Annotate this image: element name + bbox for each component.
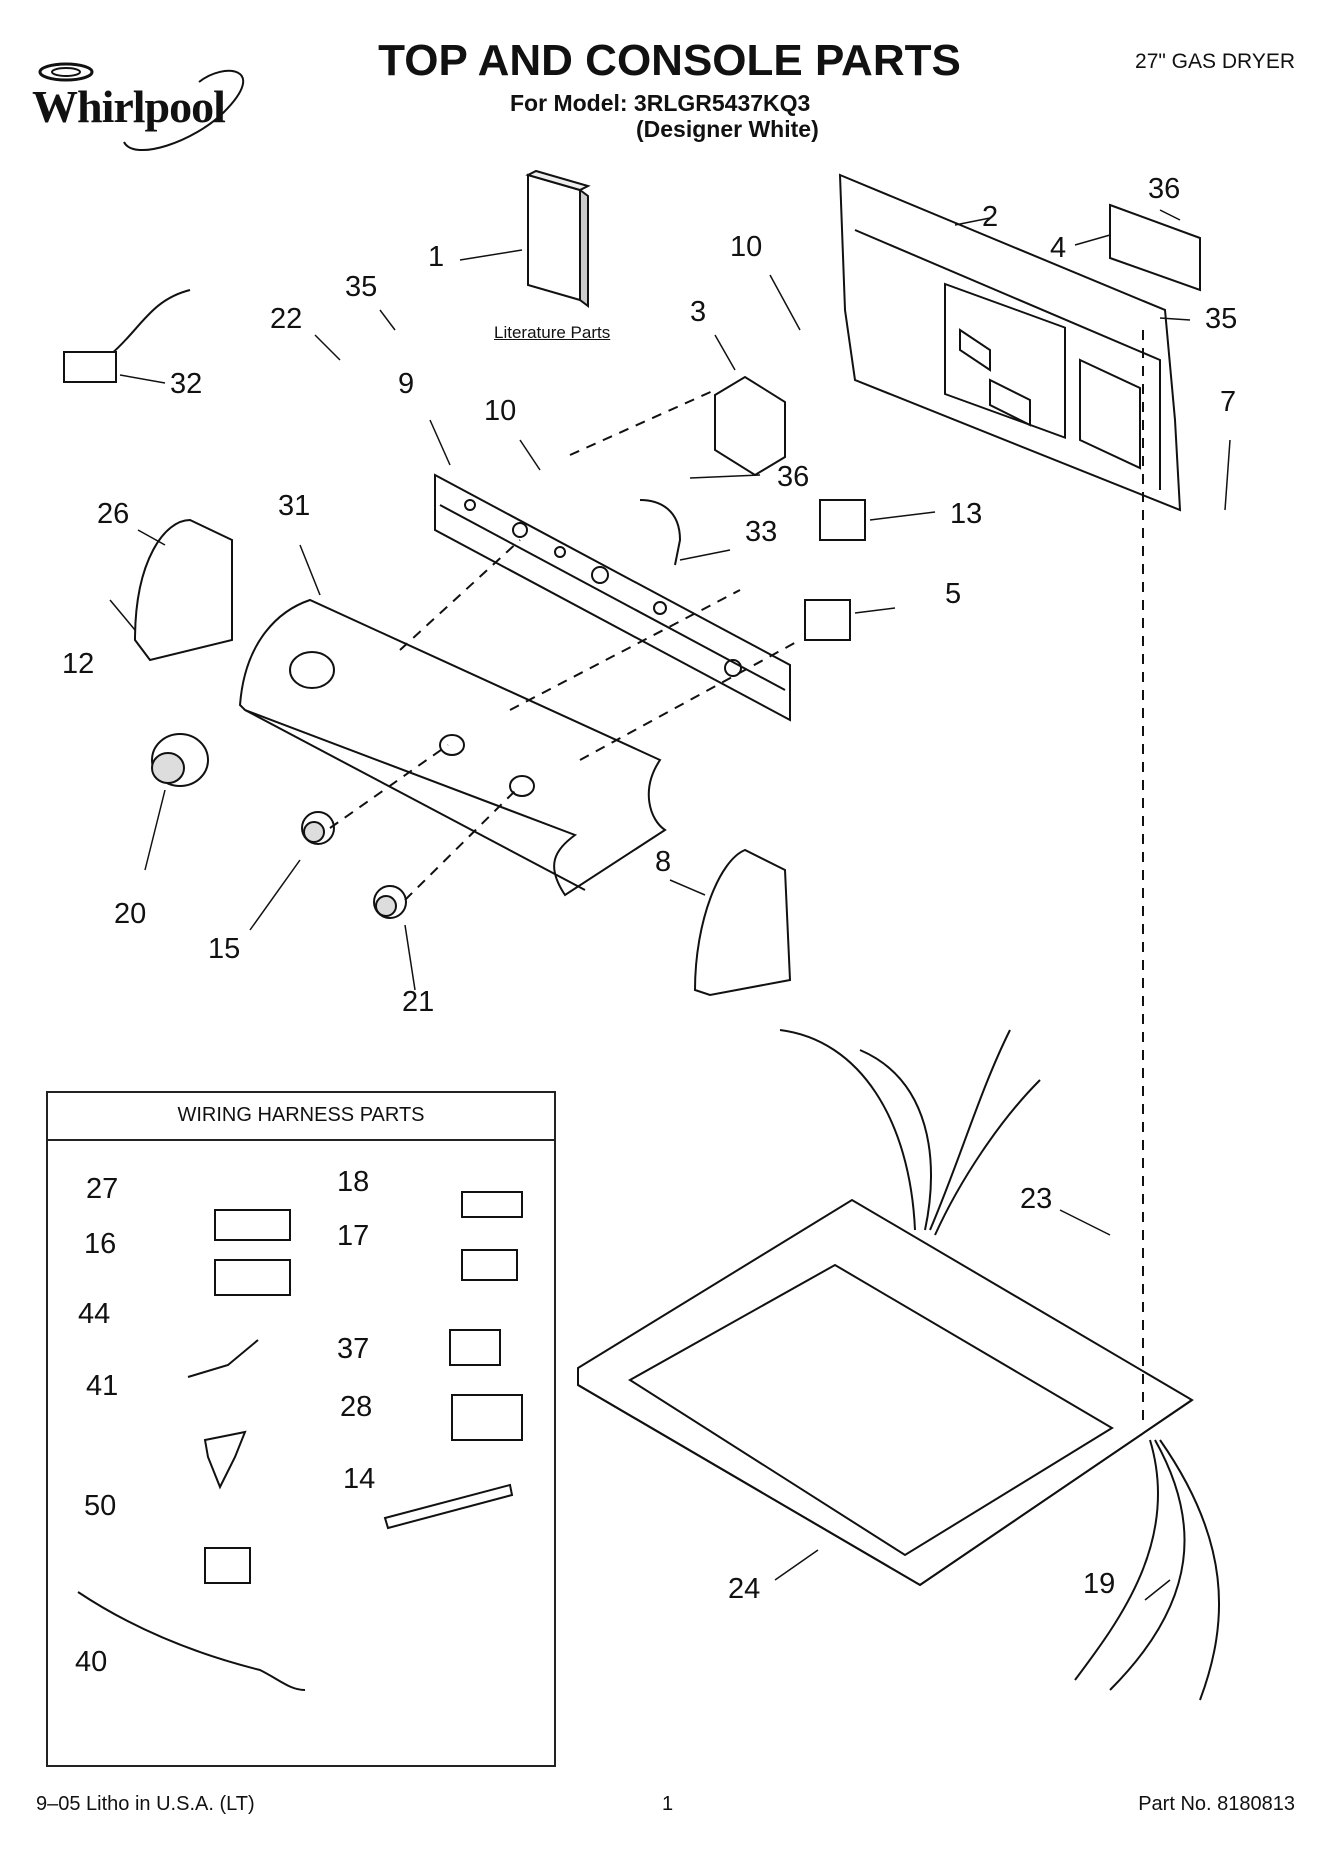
whirlpool-logo: Whirlpool (24, 52, 264, 157)
console-bracket (434, 473, 791, 722)
callout-50: 50 (84, 1490, 117, 1522)
timer-icon (714, 375, 786, 477)
wiring-harness-box (46, 1091, 556, 1767)
callout-28: 28 (340, 1391, 373, 1423)
product-type: 27" GAS DRYER (1135, 50, 1295, 73)
callout-19: 19 (1083, 1568, 1116, 1600)
page-title: TOP AND CONSOLE PARTS (378, 36, 961, 85)
callout-31: 31 (278, 490, 311, 522)
terminal-icon (187, 1339, 259, 1378)
model-color: (Designer White) (636, 116, 819, 142)
callout-13: 13 (950, 498, 983, 530)
callout-3: 3 (690, 296, 707, 328)
wire-icon (77, 1591, 306, 1691)
connector-icon (63, 351, 117, 383)
footer-litho: 9–05 Litho in U.S.A. (LT) (36, 1793, 255, 1815)
harness-wire-icon (779, 1029, 1041, 1236)
callout-14: 14 (343, 1463, 376, 1495)
callout-36: 36 (777, 461, 810, 493)
callout-2: 2 (982, 201, 999, 233)
harness-wire-icon (1074, 1439, 1221, 1701)
literature-parts-label: Literature Parts (494, 323, 611, 342)
callout-32: 32 (170, 368, 203, 400)
connector-icon (461, 1191, 523, 1218)
callout-23: 23 (1020, 1183, 1053, 1215)
harness-wire-icon (109, 289, 191, 356)
connector-icon (214, 1259, 291, 1296)
callout-12: 12 (62, 648, 95, 680)
console-rear-panel (838, 173, 1182, 512)
callout-35: 35 (1205, 303, 1238, 335)
connector-icon (204, 1547, 251, 1584)
callout-4: 4 (1050, 232, 1067, 264)
callout-21: 21 (402, 986, 435, 1018)
callout-7: 7 (1220, 386, 1237, 418)
right-end-cap-icon (693, 848, 792, 997)
left-end-cap-icon (133, 518, 233, 662)
top-panel (577, 1198, 1194, 1587)
model-number: For Model: 3RLGR5437KQ3 (510, 90, 811, 116)
callout-10: 10 (730, 231, 763, 263)
callout-27: 27 (86, 1173, 119, 1205)
connector-icon (449, 1329, 501, 1366)
callout-36: 36 (1148, 173, 1181, 205)
console-panel (238, 598, 667, 897)
callout-41: 41 (86, 1370, 119, 1402)
part-number: Part No. 8180813 (1138, 1793, 1295, 1815)
callout-26: 26 (97, 498, 130, 530)
callout-9: 9 (398, 368, 415, 400)
callout-20: 20 (114, 898, 147, 930)
wire-icon (639, 499, 682, 566)
connector-icon (461, 1249, 518, 1281)
callout-10: 10 (484, 395, 517, 427)
callout-37: 37 (337, 1333, 370, 1365)
literature-book-icon (525, 169, 591, 308)
clip-icon (203, 1430, 247, 1490)
callout-40: 40 (75, 1646, 108, 1678)
knob-icon (373, 885, 407, 919)
callout-15: 15 (208, 933, 241, 965)
wiring-harness-title: WIRING HARNESS PARTS (46, 1091, 556, 1141)
switch-icon (819, 499, 866, 541)
connector-icon (451, 1394, 523, 1441)
cable-tie-icon (383, 1483, 514, 1530)
callout-18: 18 (337, 1166, 370, 1198)
callout-35: 35 (345, 271, 378, 303)
brand-name: Whirlpool (32, 81, 226, 132)
logo-swoosh-icon (38, 62, 245, 151)
callout-17: 17 (337, 1220, 370, 1252)
callout-5: 5 (945, 578, 962, 610)
callout-16: 16 (84, 1228, 117, 1260)
callout-44: 44 (78, 1298, 111, 1330)
callout-1: 1 (428, 241, 445, 273)
callout-8: 8 (655, 846, 672, 878)
knob-icon (151, 733, 209, 787)
knob-icon (301, 811, 335, 845)
callout-24: 24 (728, 1573, 761, 1605)
callout-33: 33 (745, 516, 778, 548)
switch-icon (804, 599, 851, 641)
callout-leaders (109, 209, 1231, 1601)
bracket-icon (1109, 203, 1201, 292)
page-number: 1 (662, 1793, 674, 1815)
connector-icon (214, 1209, 291, 1241)
callout-22: 22 (270, 303, 303, 335)
